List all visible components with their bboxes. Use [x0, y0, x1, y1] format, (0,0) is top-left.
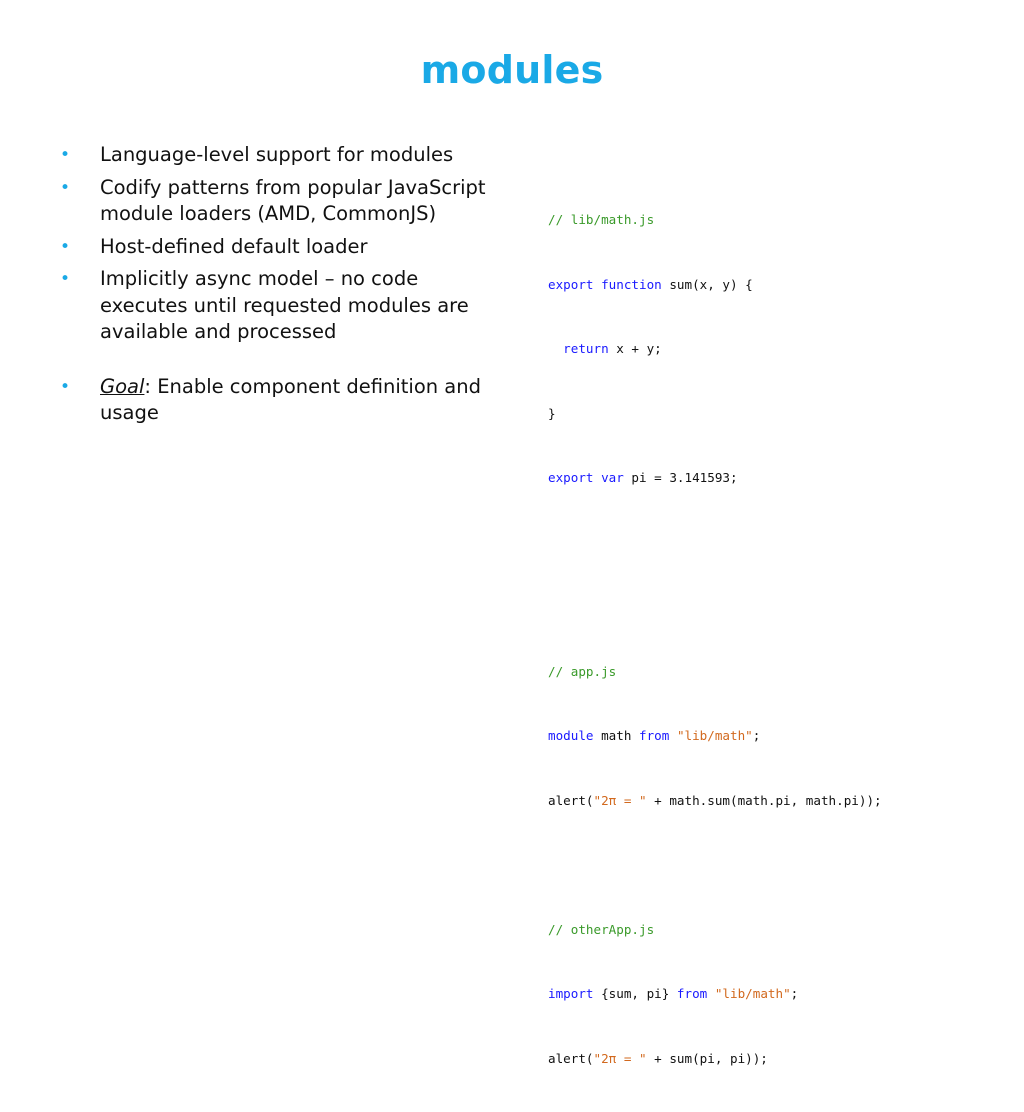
code-text: ;: [752, 728, 761, 743]
code-keyword: return: [563, 341, 609, 356]
code-text: ;: [790, 986, 799, 1001]
code-blank-line: [548, 532, 1008, 554]
code-keyword: export: [548, 276, 594, 292]
bullet-dot-icon: •: [60, 236, 71, 257]
slide: modules • Language-level support for mod…: [60, 48, 882, 1066]
bullet-dot-icon: •: [60, 145, 71, 165]
slide-title: modules: [420, 48, 604, 92]
code-text: pi = 3.141593;: [623, 470, 738, 485]
code-keyword: from: [676, 986, 708, 1001]
bullet-list: • Language-level support for modules • C…: [60, 142, 510, 433]
code-line: module math from "lib/math";: [548, 725, 1008, 747]
code-line: export var pi = 3.141593;: [548, 467, 1008, 489]
code-keyword: function: [601, 276, 662, 292]
code-text: math: [593, 728, 639, 743]
bullet-item: • Codify patterns from popular JavaScrip…: [60, 175, 510, 228]
bullet-text: Implicitly async model – no code execute…: [100, 267, 469, 343]
code-text: alert(: [548, 792, 594, 808]
code-indent: [548, 341, 563, 356]
code-line: alert("2π = " + sum(pi, pi));: [548, 1048, 1008, 1070]
bullet-text: Codify patterns from popular JavaScript …: [100, 175, 486, 226]
code-comment-app: // app.js: [548, 663, 617, 679]
code-line: import {sum, pi} from "lib/math";: [548, 983, 1008, 1005]
code-string: "2π = ": [593, 1050, 647, 1066]
code-line: }: [548, 405, 556, 421]
code-comment-math: // lib/math.js: [548, 212, 655, 227]
code-line: return x + y;: [548, 338, 1008, 360]
bullet-text: Language-level support for modules: [100, 143, 454, 166]
bullet-dot-icon: •: [60, 177, 71, 198]
code-text: + sum(pi, pi));: [646, 1050, 768, 1066]
bullet-dot-icon: •: [60, 376, 71, 397]
goal-label: Goal: [100, 374, 145, 398]
code-keyword: export: [548, 470, 594, 485]
code-keyword: import: [548, 986, 594, 1001]
bullet-item-goal: • Goal: Enable component definition and …: [60, 374, 510, 427]
code-string: "lib/math": [714, 986, 791, 1001]
code-text: x + y;: [608, 341, 662, 356]
code-line: alert("2π = " + math.sum(math.pi, math.p…: [548, 790, 1008, 812]
code-text: alert(: [548, 1050, 594, 1066]
code-string: "2π = ": [593, 792, 647, 808]
code-comment-other: // otherApp.js: [548, 921, 655, 937]
code-blank-line: [548, 854, 1008, 876]
bullet-dot-icon: •: [60, 269, 71, 289]
bullet-item: • Host-defined default loader: [60, 234, 510, 261]
bullet-text: Host-defined default loader: [100, 234, 368, 258]
code-text: + math.sum(math.pi, math.pi));: [646, 792, 882, 808]
code-text: {sum, pi}: [593, 986, 677, 1001]
code-keyword: var: [601, 470, 624, 485]
code-keyword: from: [639, 728, 670, 743]
goal-text: : Enable component definition and usage: [100, 374, 481, 425]
code-line: export function sum(x, y) {: [548, 274, 1008, 296]
bullet-item: • Language-level support for modules: [60, 142, 510, 169]
code-text: sum(x, y) {: [661, 276, 753, 292]
bullet-item: • Implicitly async model – no code execu…: [60, 266, 510, 346]
code-blank-line: [548, 596, 1008, 618]
code-block: // lib/math.js export function sum(x, y)…: [548, 166, 1008, 1112]
code-keyword: module: [548, 728, 594, 743]
code-string: "lib/math": [676, 728, 753, 743]
